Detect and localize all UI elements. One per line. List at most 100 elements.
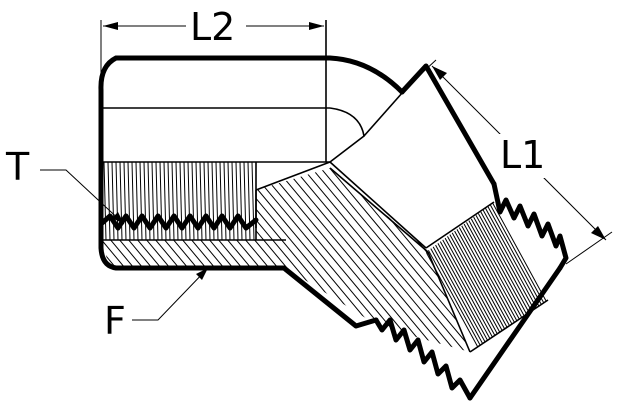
elbow-lower-edge (281, 265, 379, 329)
male-thread (426, 202, 554, 352)
dimension-l2: L2 (100, 5, 324, 162)
male-thread-line (480, 211, 542, 322)
male-thread-line (451, 232, 513, 343)
section-hatch-line (485, 160, 630, 400)
female-thread-line (187, 162, 191, 240)
section-hatch-line (457, 168, 470, 352)
elbow-inner-edge (255, 161, 331, 191)
male-thread-line (437, 243, 499, 352)
section-hatch-line (322, 168, 470, 352)
section-hatch-line (101, 168, 281, 352)
section-hatch-line (115, 168, 317, 352)
male-thread-line (475, 215, 537, 326)
male-thread-line (430, 248, 492, 352)
male-thread-line (446, 236, 508, 347)
hex-corner-curve (329, 107, 365, 163)
l2-label-bg (186, 6, 246, 46)
section-hatch-line (101, 168, 128, 352)
section-hatch-line (385, 168, 470, 352)
section-hatch-line (101, 168, 137, 352)
section-hatch-line (151, 168, 353, 352)
male-thread-line (461, 225, 523, 336)
male-thread-line (470, 218, 532, 329)
section-hatch-line (259, 168, 461, 352)
section-hatch-line (376, 168, 470, 352)
section-hatch-line (331, 168, 470, 352)
section-hatch-line (101, 168, 173, 352)
l1-extension-top (409, 59, 437, 85)
female-thread-line (251, 162, 255, 240)
female-thread-line (219, 162, 223, 240)
female-thread-line (159, 162, 163, 240)
section-hatch-line (205, 168, 407, 352)
section-hatch-line (277, 168, 470, 352)
section-hatch-line (412, 168, 470, 352)
female-thread-line (207, 162, 211, 240)
elbow-facet-1 (363, 65, 427, 137)
section-hatch-line (584, 160, 630, 400)
section-hatch-line (295, 168, 470, 352)
section-hatch-line (223, 168, 425, 352)
elbow-upper-edge (399, 63, 497, 187)
section-hatch-line (557, 160, 630, 400)
section-hatch-line (187, 168, 389, 352)
t-label: T (5, 145, 30, 189)
male-thread-line (442, 239, 504, 350)
l1-label-bg (496, 134, 558, 178)
l1-extension-bottom (565, 231, 613, 265)
f-label: F (104, 299, 126, 343)
section-hatch-line (101, 168, 164, 352)
female-thread-line (239, 162, 243, 240)
male-thread-line (466, 222, 527, 333)
t-leader-arrow (112, 212, 124, 224)
female-thread-line (203, 162, 207, 240)
female-thread-line (123, 162, 127, 240)
male-thread-line (432, 246, 494, 352)
leader-t: T (5, 145, 125, 225)
section-hatch-line (566, 160, 630, 400)
section-hatch-line (313, 168, 470, 352)
male-thread-line (435, 244, 496, 352)
section-hatch-line (101, 168, 209, 352)
t-leader-line (40, 169, 125, 225)
l2-arrow-left (103, 22, 118, 30)
section-hatch-line (286, 168, 470, 352)
section-hatch-line (160, 168, 362, 352)
section-hatch-line (101, 168, 245, 352)
section-hatch-line (268, 168, 470, 352)
section-hatch-line (169, 168, 371, 352)
male-thread-line (427, 250, 489, 352)
male-end-face (467, 265, 563, 401)
male-end-bore (469, 299, 549, 353)
section-hatch-line (421, 168, 470, 352)
male-thread-line (473, 216, 535, 328)
male-root-edge (425, 201, 495, 249)
section-hatch-line (101, 168, 191, 352)
female-thread-line (103, 162, 107, 240)
section-hatch-line (593, 160, 630, 400)
male-thread-line (454, 230, 515, 342)
l1-arrow-top (432, 66, 447, 80)
section-hatch-line (101, 168, 110, 352)
male-thread-line (439, 241, 501, 352)
section-hatch-line (304, 168, 470, 352)
section-hatch-line (503, 160, 630, 400)
section-hatch-line (575, 160, 630, 400)
male-thread-line (449, 234, 511, 345)
section-hatch-line (0, 160, 100, 400)
dimension-l1: L1 (409, 59, 613, 265)
male-thread-line (426, 251, 487, 352)
elbow-facet-2 (329, 161, 427, 249)
female-thread-line (235, 162, 239, 240)
male-thread-line (492, 202, 554, 314)
l2-label: L2 (190, 5, 235, 49)
male-thread-line (468, 220, 530, 331)
section-hatch-line (232, 168, 434, 352)
section-hatch-line (101, 168, 263, 352)
female-thread-line (143, 162, 147, 240)
section-hatch-line (133, 168, 335, 352)
male-thread-line (444, 237, 506, 349)
section-hatch-line (448, 168, 470, 352)
female-thread-line (107, 162, 111, 240)
